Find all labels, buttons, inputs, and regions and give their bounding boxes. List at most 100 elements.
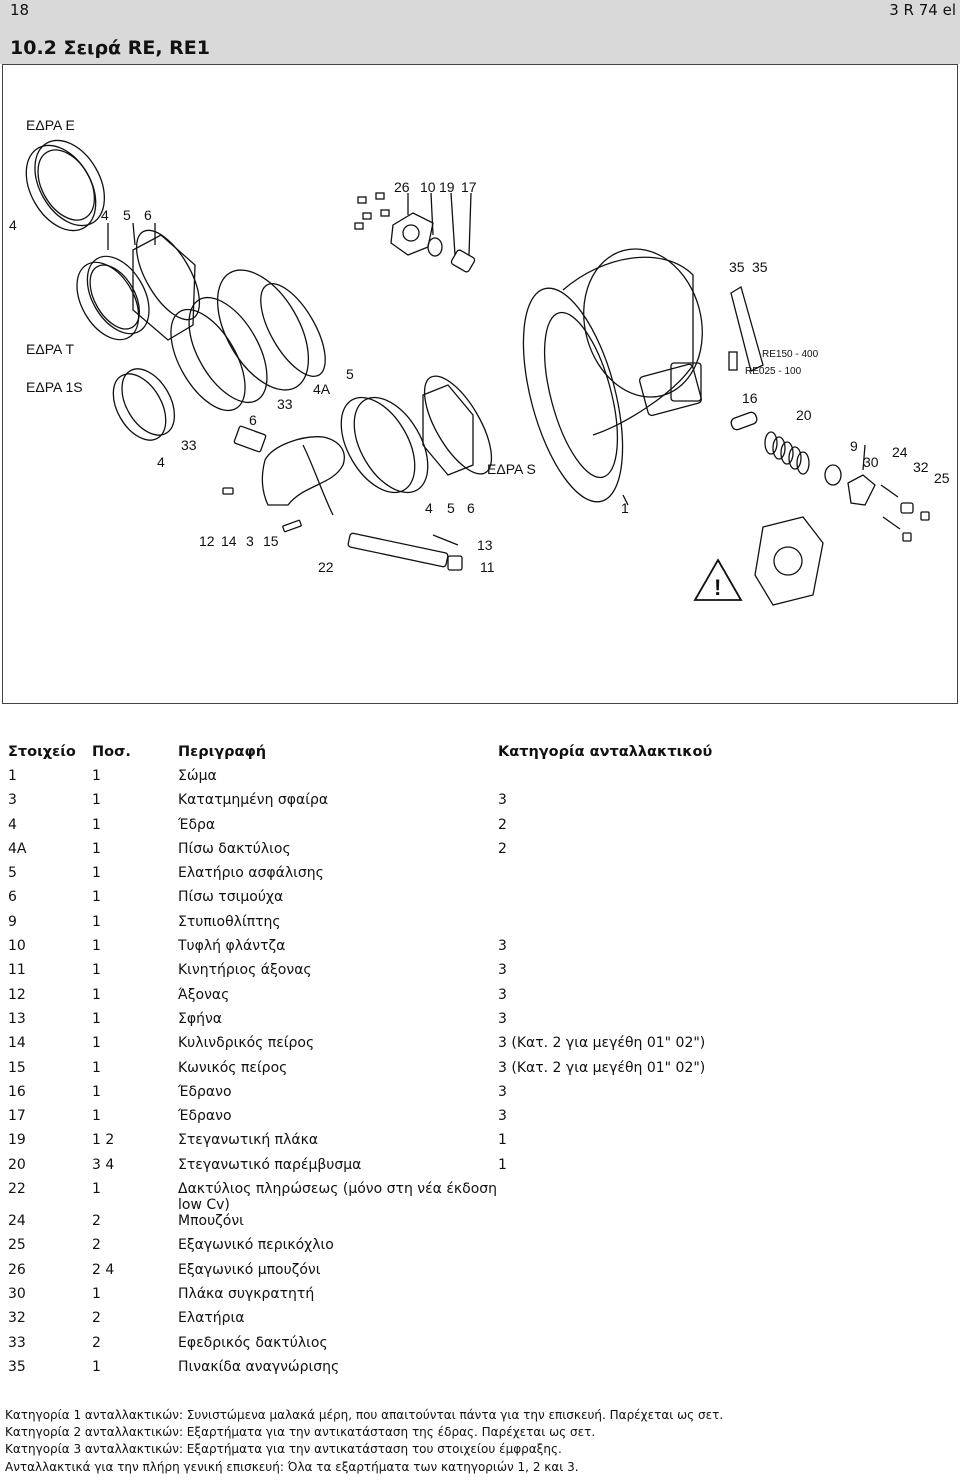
cell-item: 19 [8,1132,26,1149]
cell-item: 17 [8,1108,26,1125]
cell-item: 10 [8,938,26,955]
callout: 10 [420,179,436,195]
cell-desc: Στεγανωτική πλάκα [178,1132,319,1149]
seat-ring-1s [112,368,176,441]
cell-cat: 3 [498,962,507,979]
table-header-row: Στοιχείο Ποσ. Περιγραφή Κατηγορία ανταλλ… [8,744,758,768]
callout: 6 [249,412,257,428]
cell-qty: 1 [92,1108,101,1125]
drive-shaft [347,532,449,568]
cell-desc: Κωνικός πείρος [178,1059,288,1076]
callout: 13 [477,537,493,553]
cell-cat [498,1359,758,1383]
shaft-12 [233,425,267,453]
cell-qty: 1 [92,1285,101,1302]
cell-item: 4 [8,816,17,833]
cell-item: 6 [8,889,17,906]
callout: 4 [157,454,165,470]
callout: 5 [447,500,455,516]
cell-cat: 3 [498,1010,507,1027]
cell-cat [498,1335,758,1359]
cell-desc: Σώμα [178,768,217,784]
cell-qty: 1 [92,792,101,809]
callout: 3 [246,533,254,549]
page-number: 18 [10,1,30,19]
seat-ring-e [25,139,106,232]
cell-cat [498,889,758,913]
packing-rings [764,431,810,475]
size-range-label-1: RE150 - 400 [762,349,819,360]
cell-cat [498,914,758,938]
cell-cat [498,1286,758,1310]
cell-desc: Τυφλή φλάντζα [178,938,286,955]
cell-item: 12 [8,986,26,1003]
cell-item: 32 [8,1310,26,1327]
cell-qty: 1 [92,865,101,882]
cell-desc: Εξαγωνικό μπουζόνι [178,1261,321,1278]
cell-item: 24 [8,1213,26,1230]
cell-cat: 3 [498,986,507,1003]
callout: 9 [850,438,858,454]
nameplate [730,286,764,372]
cell-desc: Πλάκα συγκρατητή [178,1285,315,1302]
cell-desc: Πινακίδα αναγνώρισης [178,1358,340,1375]
cell-item: 15 [8,1059,26,1076]
callout: 30 [863,454,879,470]
cell-cat: 3 [498,1083,507,1100]
note-category-1: Κατηγορία 1 ανταλλακτικών: Συνιστώμενα μ… [5,1408,724,1422]
callout: 33 [181,437,197,453]
cell-qty: 2 [92,1213,101,1230]
callout: 11 [480,559,495,575]
cell-item: 22 [8,1181,26,1198]
callout: 22 [318,559,334,575]
cell-desc: Έδρα [178,816,216,833]
cell-qty: 2 [92,1334,101,1351]
callout: 4 [425,500,433,516]
callout: 25 [934,470,950,486]
cell-qty: 1 [92,1083,101,1100]
cell-item: 33 [8,1334,26,1351]
callout: 4 [9,217,17,233]
cell-item: 11 [8,962,26,979]
note-category-3: Κατηγορία 3 ανταλλακτικών: Εξαρτήματα γι… [5,1442,562,1457]
table-row: 24 2 Μπουζόνι [8,1213,758,1237]
size-range-label-2: RE025 - 100 [745,366,802,377]
cell-qty: 1 [92,962,101,979]
cell-item: 9 [8,913,17,930]
cell-desc: Στυπιοθλίπτης [178,913,281,930]
cell-qty: 1 [92,1358,101,1375]
cell-qty: 1 [92,986,101,1003]
callout: 17 [461,179,477,195]
callout: 14 [221,533,237,549]
note-category-2: Κατηγορία 2 ανταλλακτικών: Εξαρτήματα γι… [5,1425,596,1440]
cell-item: 4A [8,840,27,857]
cell-desc: Ελατήριο ασφάλισης [178,865,324,882]
cell-desc: Κινητήριος άξονας [178,962,312,979]
cell-desc: Έδρανο [178,1108,232,1125]
cell-cat: 3 [498,792,507,809]
blind-flange [390,212,434,256]
cell-cat [498,1181,758,1213]
cell-qty: 2 [92,1237,101,1254]
cell-item: 20 [8,1156,26,1173]
warning-mark: ! [714,575,721,600]
seat-t-label: ΕΔΡΑ T [26,341,74,357]
col-qty: Ποσ. [92,744,131,760]
cell-desc: Κυλινδρικός πείρος [178,1035,315,1052]
cell-qty: 1 [92,840,101,857]
valve-body [522,248,703,503]
cell-desc: Κατατμημένη σφαίρα [178,792,329,809]
cell-desc: Μπουζόνι [178,1213,244,1230]
diagram-frame [2,64,958,704]
